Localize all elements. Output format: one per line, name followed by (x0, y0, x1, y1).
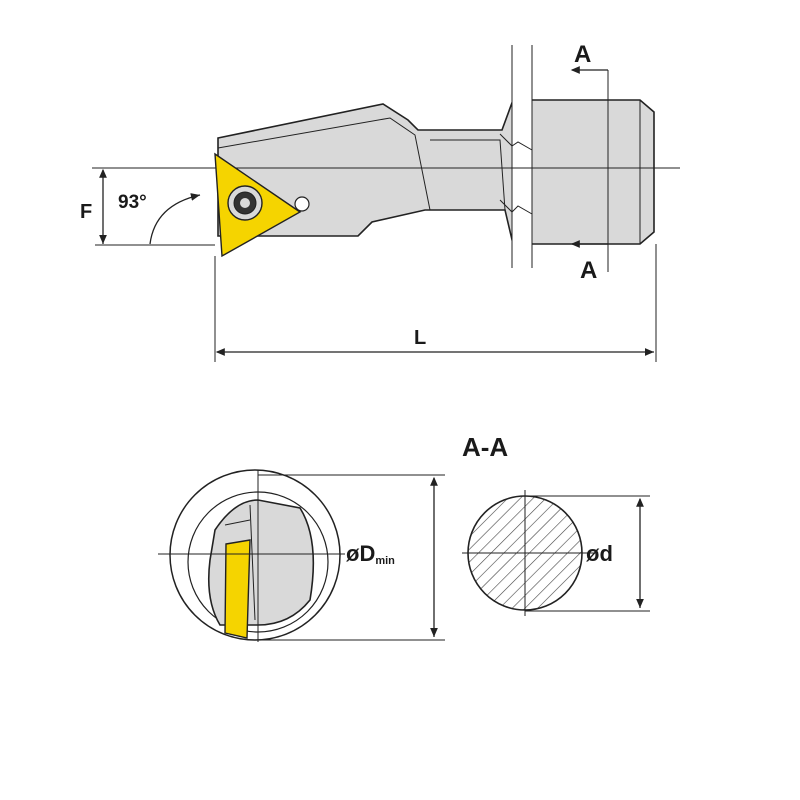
break-zigzag-bottom (499, 199, 533, 215)
end-view-flat (249, 504, 256, 621)
break-gap (512, 45, 532, 267)
angle-arc (149, 193, 201, 245)
f-label: F (80, 201, 92, 223)
bore-circle (169, 469, 341, 641)
end-view-inner-line (224, 519, 251, 526)
d-label: ød (586, 541, 613, 566)
screw-torx-center (240, 198, 250, 208)
l-label: L (414, 327, 426, 349)
break-zigzag-top (499, 133, 533, 151)
tool-side-view: F 93° L A A (80, 41, 680, 362)
tool-shank (217, 99, 655, 245)
section-label-top: A (574, 41, 591, 68)
end-view-head (207, 499, 315, 626)
angle-label: 93° (118, 192, 147, 213)
section-label-bottom: A (580, 257, 597, 284)
dmin-label: øDmin (346, 541, 395, 567)
tool-end-view: øDmin (158, 469, 445, 642)
section-title: A-A (462, 432, 508, 462)
dmin-label-main: øD (346, 541, 375, 566)
section-view: A-A ød (462, 432, 650, 616)
clamp-hole (294, 196, 310, 212)
head-facet (217, 117, 431, 211)
end-view-insert (224, 539, 251, 639)
dmin-label-sub: min (375, 555, 395, 567)
shank-facet (430, 139, 506, 211)
